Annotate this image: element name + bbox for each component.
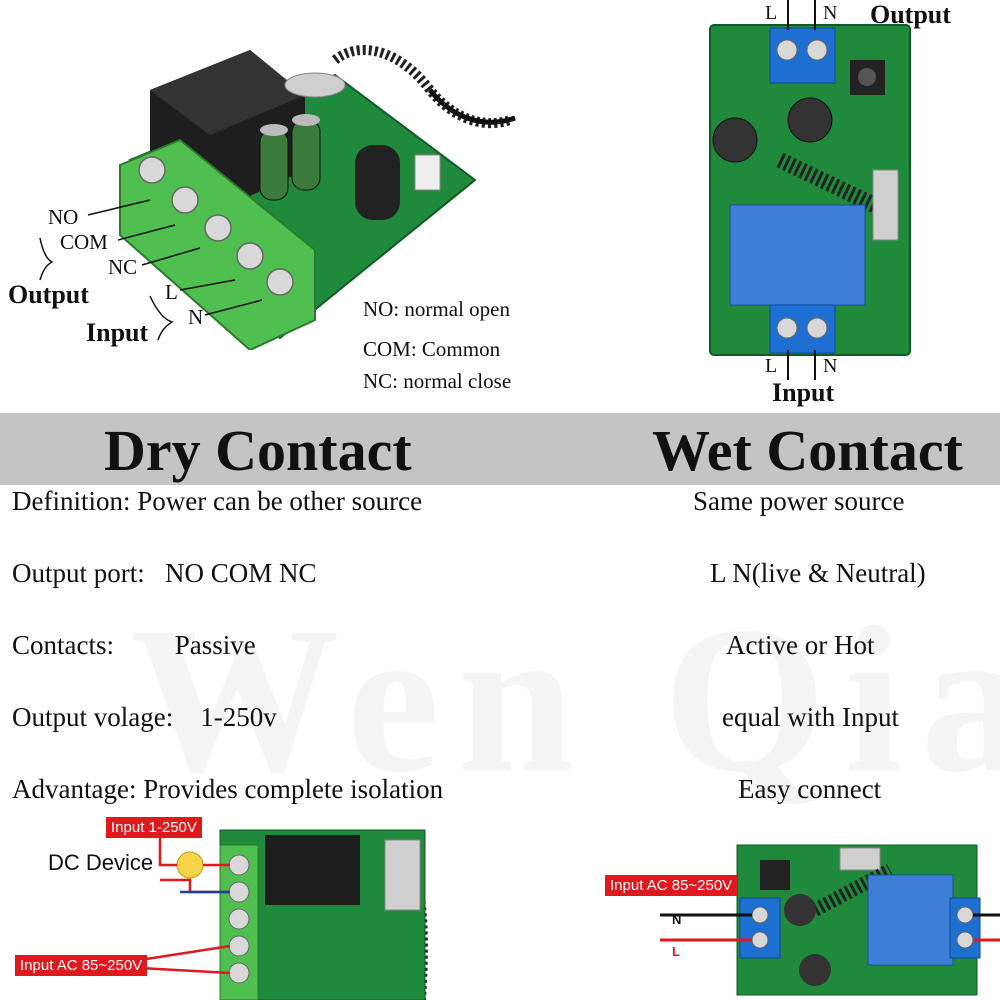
label-output: Output [8,280,89,309]
dry-label-leader-lines [39,199,263,341]
legend-com: COM: Common [363,337,501,361]
wet-bottom-l: L [765,355,778,377]
legend-no: NO: normal open [363,297,510,321]
row-advantage-left: Advantage: Provides complete isolation [12,774,444,804]
wet-output-label: Output [870,0,951,29]
watermark-text: Wen Qia [130,584,1000,816]
wet-input-label: Input [772,378,835,407]
label-n: N [188,305,204,329]
wet-wire-n-label: N [672,912,682,927]
dry-wiring-diagram [139,829,428,1000]
wet-top-l: L [765,2,778,24]
label-l: L [165,280,178,304]
row-contacts-left: Contacts: Passive [12,630,256,660]
dry-contact-title: Dry Contact [104,418,412,483]
row-output-voltage-right: equal with Input [722,702,899,732]
wet-contact-title: Wet Contact [652,418,963,483]
dc-device-label: DC Device [48,850,154,875]
row-definition-right: Same power source [693,486,905,516]
row-output-port-left: Output port: NO COM NC [12,558,317,588]
row-output-voltage-left: Output volage: 1-250v [12,702,277,732]
wet-contact-board-illustration [709,24,911,356]
top-section: NO COM NC L N Output Input NO: normal op… [0,0,1000,412]
row-contacts-right: Active or Hot [726,630,875,660]
label-input: Input [86,318,149,347]
antenna-coil-icon [331,45,516,129]
title-banner: Dry Contact Wet Contact [0,413,1000,485]
row-output-port-right: L N(live & Neutral) [710,558,926,588]
dry-contact-board-illustration [119,45,516,350]
dry-input-voltage-tag: Input 1-250V [106,817,202,838]
dry-input-ac-tag: Input AC 85~250V [15,955,148,976]
wet-input-ac-tag: Input AC 85~250V [605,875,738,896]
legend-nc: NC: normal close [363,369,512,393]
wet-wiring-diagram [660,844,1000,996]
watermark: Wen Qia [0,560,1000,860]
wet-bottom-n: N [823,355,838,377]
wet-top-n: N [823,2,838,24]
wet-wire-l-label: L [672,944,680,959]
row-advantage-right: Easy connect [738,774,882,804]
row-definition-left: Definition: Power can be other source [12,486,423,516]
label-no: NO [48,205,79,229]
label-com: COM [60,230,108,254]
wet-lead-wires [787,0,816,380]
label-nc: NC [108,255,138,279]
